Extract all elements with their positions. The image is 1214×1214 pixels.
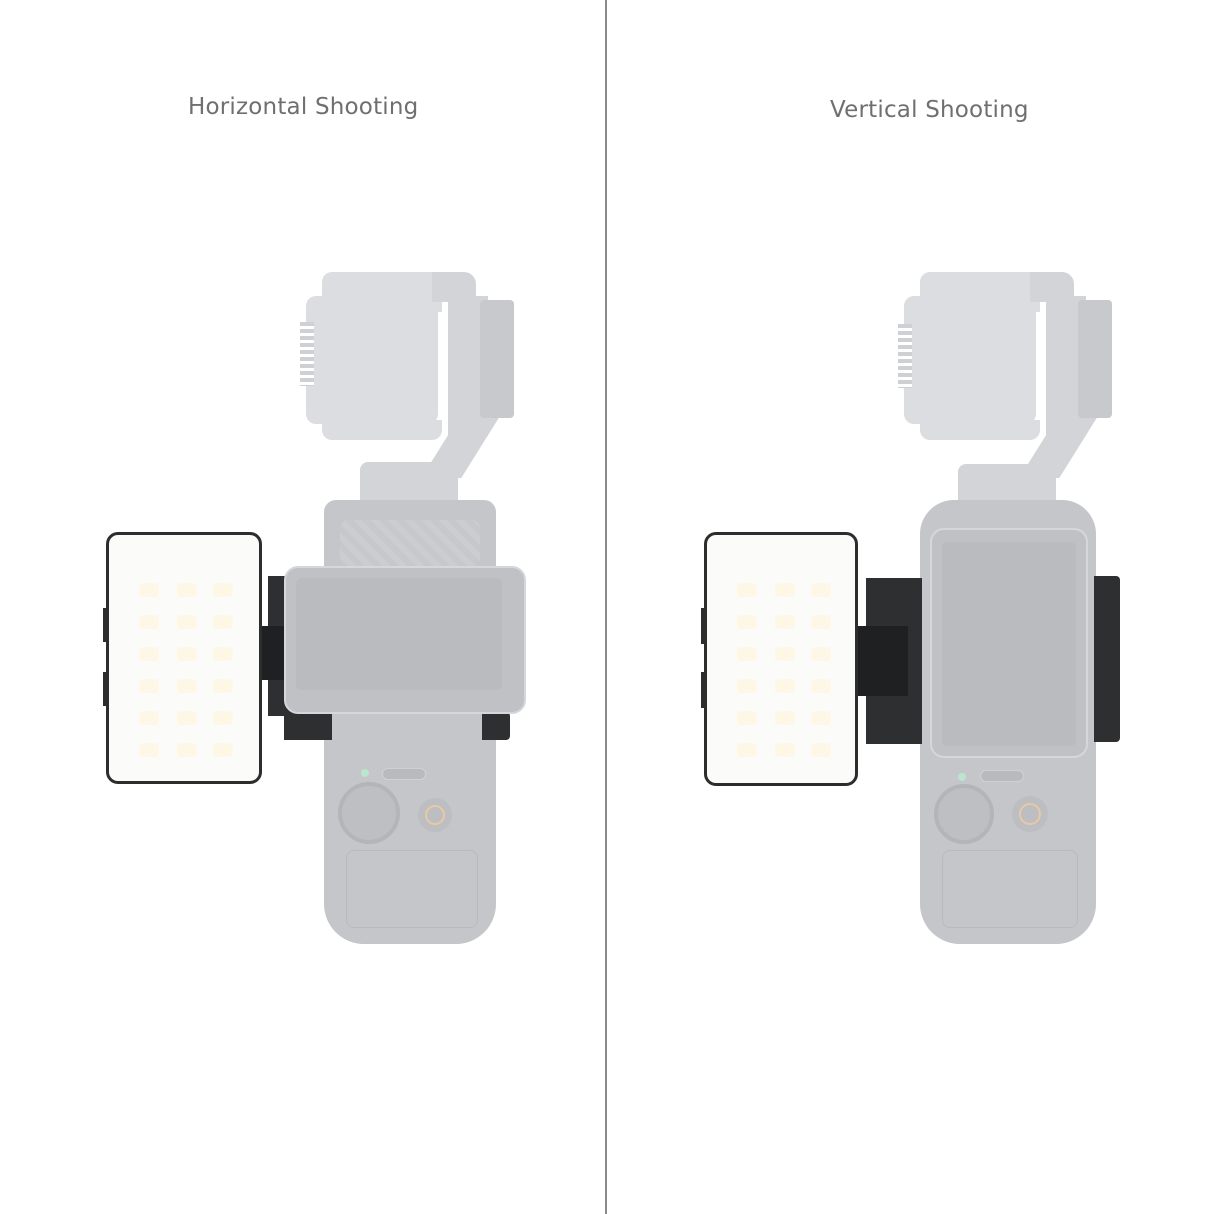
rotated-screen	[284, 566, 526, 714]
led-light-panel	[106, 532, 262, 784]
screen-display	[942, 542, 1076, 746]
panel-horizontal-shooting: Horizontal Shooting	[0, 0, 606, 1214]
camera-lens-fins	[300, 322, 314, 386]
gimbal-motor	[480, 300, 514, 418]
record-button-icon	[1019, 803, 1041, 825]
bracket-clamp-right	[1094, 576, 1120, 742]
gimbal-camera-block	[904, 296, 1036, 424]
screen-display	[296, 578, 502, 690]
bracket-hinge	[852, 626, 908, 696]
panel-divider	[605, 0, 607, 1214]
light-side-button	[701, 672, 705, 708]
joystick	[338, 782, 400, 844]
gimbal-motor	[1078, 300, 1112, 418]
bottom-panel	[942, 850, 1078, 928]
speaker-grille	[382, 768, 426, 780]
panel-vertical-shooting: Vertical Shooting	[608, 0, 1214, 1214]
panel-title: Vertical Shooting	[830, 97, 1029, 123]
gimbal-camera-block	[306, 296, 438, 424]
gimbal-head-bottom	[322, 420, 442, 440]
screen	[930, 528, 1088, 758]
bracket-clamp-right	[482, 712, 510, 740]
led-light-panel	[704, 532, 858, 786]
bottom-panel	[346, 850, 478, 928]
light-side-button	[701, 608, 705, 644]
panel-title: Horizontal Shooting	[188, 94, 419, 120]
record-button-icon	[425, 805, 445, 825]
bracket-clamp-left	[284, 712, 332, 740]
speaker-grille	[980, 770, 1024, 782]
camera-lens-fins	[898, 324, 912, 388]
joystick	[934, 784, 994, 844]
gimbal-head-bottom	[920, 420, 1040, 440]
status-led	[958, 773, 966, 781]
light-side-button	[103, 608, 107, 642]
status-led	[361, 769, 369, 777]
light-side-button	[103, 672, 107, 706]
textured-panel	[340, 520, 480, 566]
